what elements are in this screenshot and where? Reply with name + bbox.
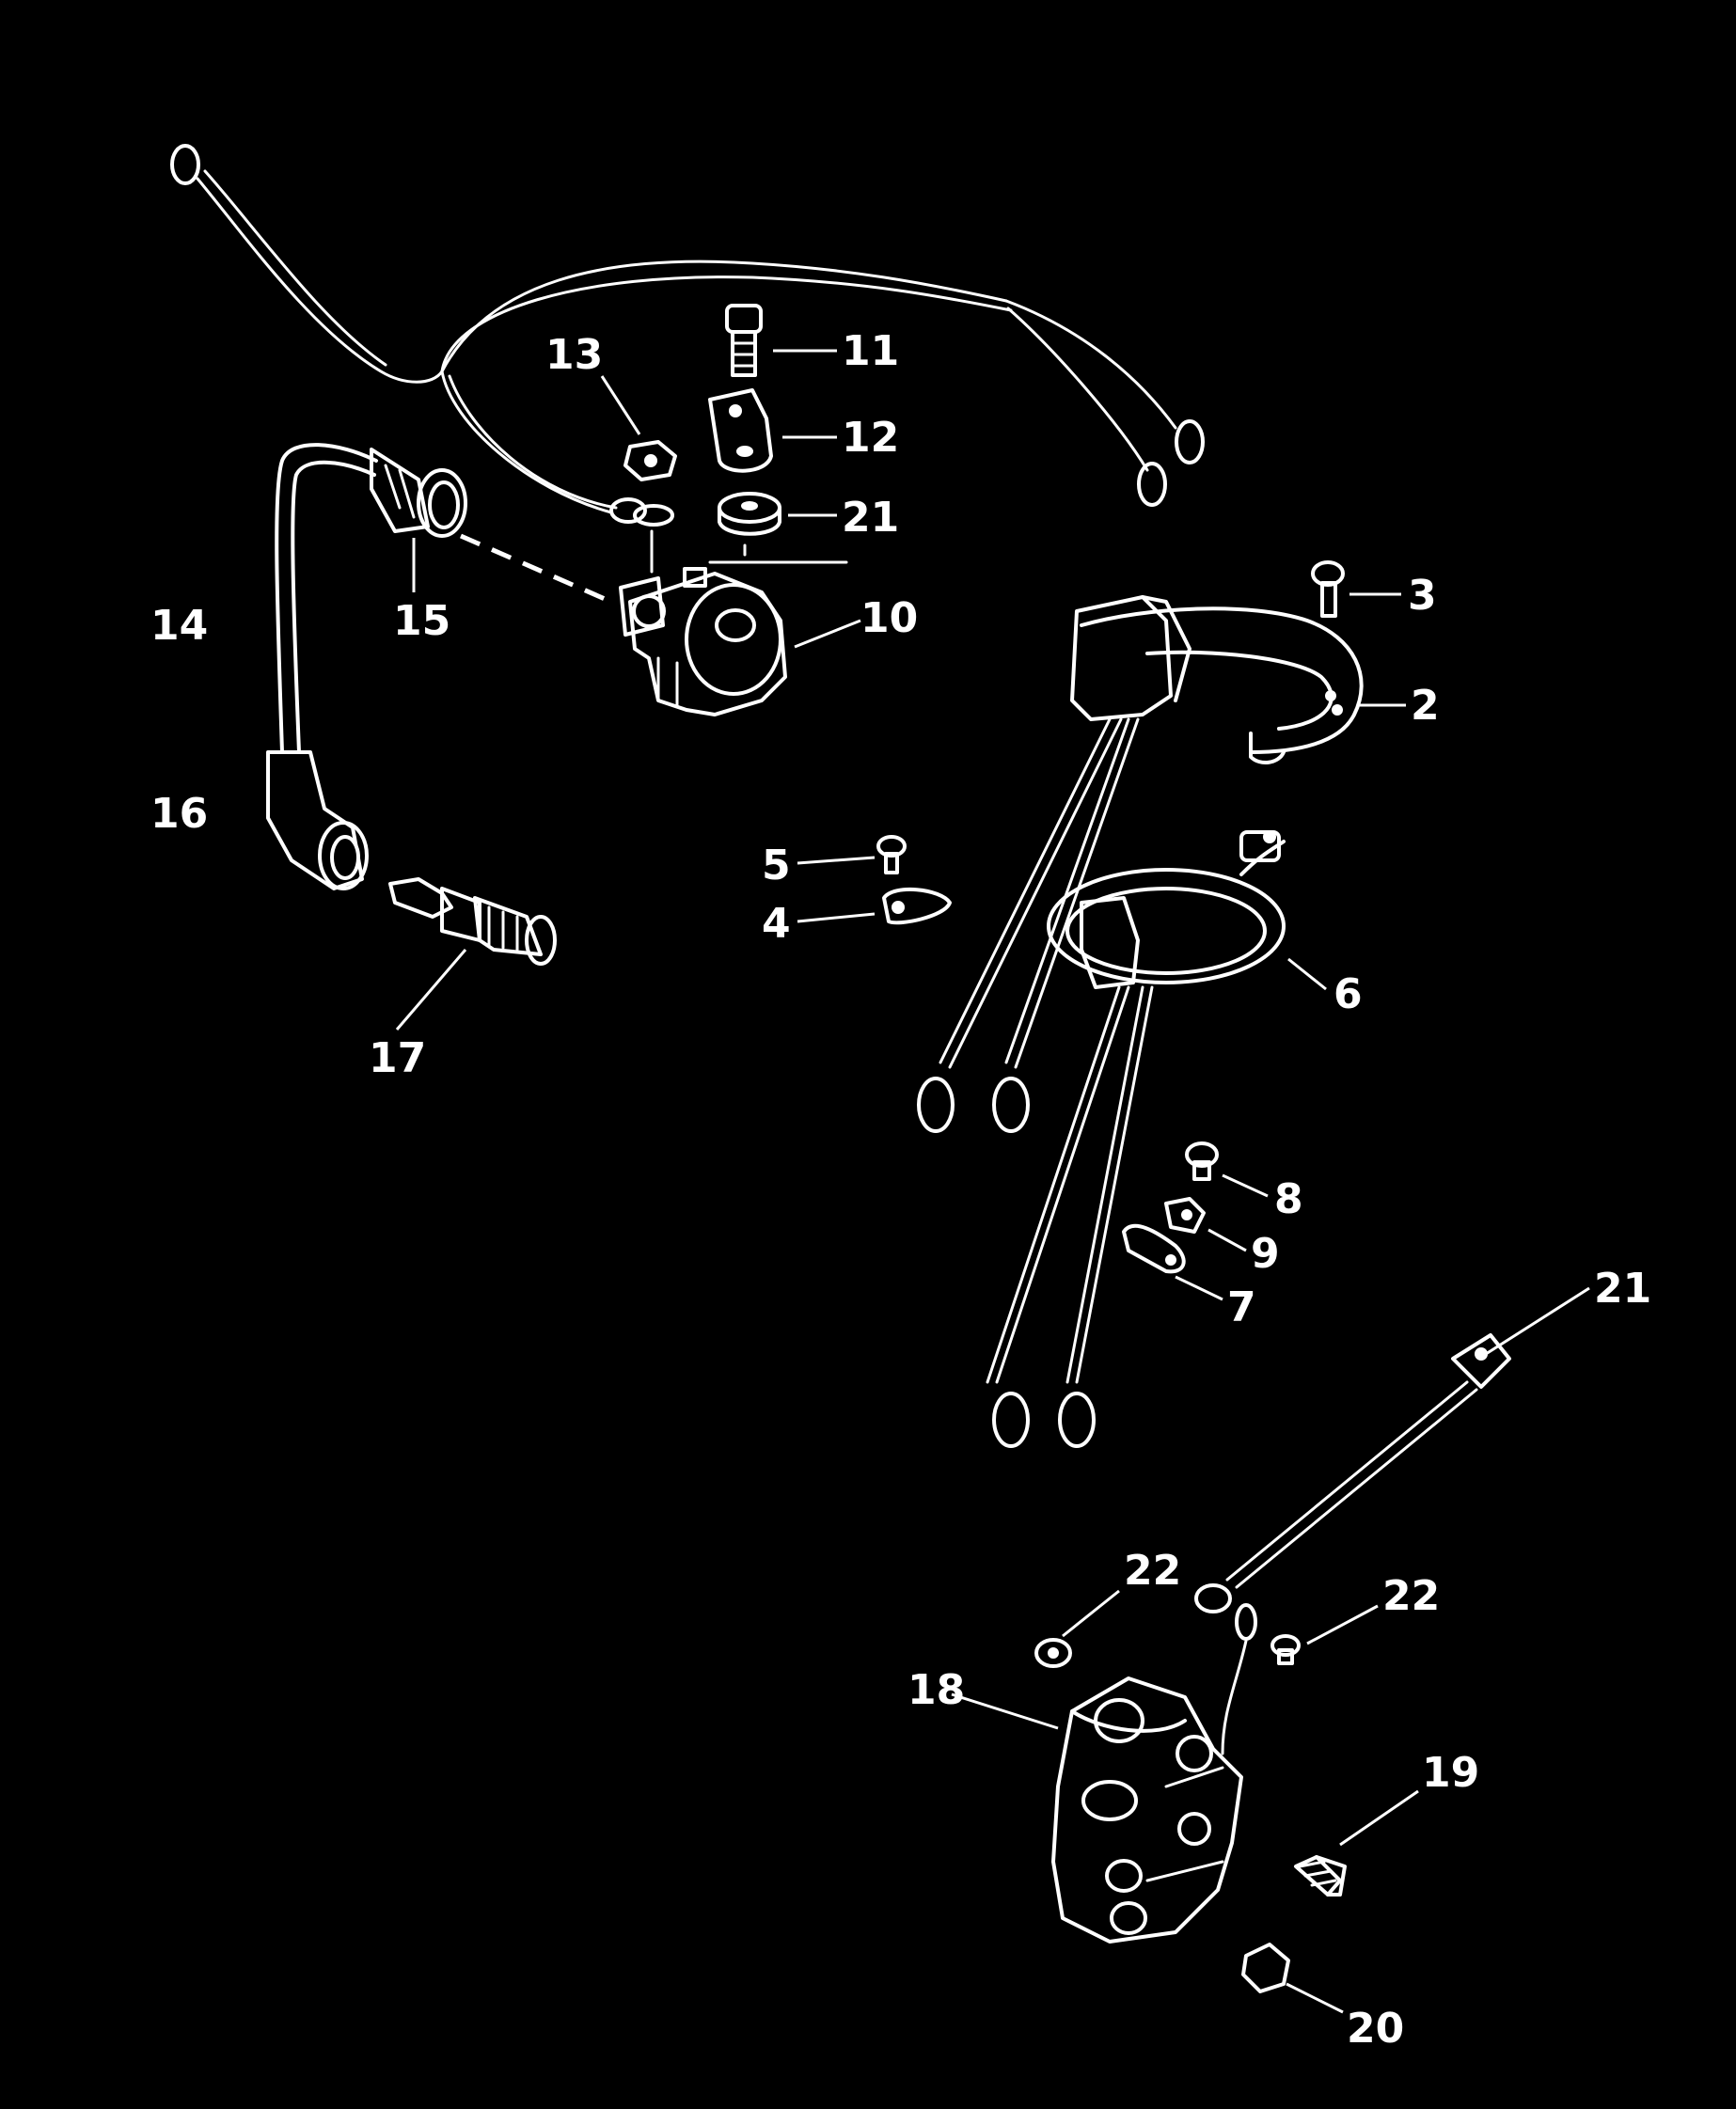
spark-plug-17 [388,877,557,1031]
callout-13: 13 [545,331,603,379]
callout-21-upper: 21 [842,494,899,542]
callout-18: 18 [907,1666,965,1714]
callout-21-lower: 21 [1594,1265,1651,1313]
screw-3 [1311,560,1401,618]
callout-15: 15 [393,597,450,645]
callout-17: 17 [369,1034,426,1082]
callout-19: 19 [1422,1749,1479,1797]
callout-16: 16 [150,790,208,838]
wiring-harness [170,144,1205,524]
clamp-9 [1164,1197,1247,1252]
spark-plug-wire-14 [275,443,378,754]
callout-6: 6 [1334,970,1363,1018]
trigger-2 [917,595,1406,1133]
grommet-21-upper [718,492,837,536]
ground-strap-21 [1194,1286,1590,1613]
washer-22 [1034,1589,1120,1668]
screw-19 [1294,1789,1419,1897]
callout-5: 5 [762,842,791,889]
bracket-12 [708,388,837,473]
boot-16 [266,750,369,890]
callout-22-right: 22 [1382,1572,1440,1620]
nut-13 [600,375,677,527]
boot-15 [370,448,467,592]
clamp-4 [797,887,952,925]
callout-22-left: 22 [1124,1547,1181,1595]
callout-3: 3 [1408,572,1437,620]
callout-14: 14 [150,602,208,650]
callout-labels: 2 3 4 5 6 7 8 9 10 11 12 13 14 15 16 17 … [150,327,1651,2053]
power-pack-18 [951,1603,1257,1944]
callout-2: 2 [1411,682,1440,730]
callout-8: 8 [1274,1175,1303,1223]
callout-20: 20 [1347,2005,1404,2053]
nut-20 [1241,1943,1344,2014]
callout-9: 9 [1251,1230,1280,1278]
charge-coil-6 [986,830,1327,1448]
screw-8 [1185,1141,1269,1198]
ignition-coil-10 [619,567,861,716]
callout-11: 11 [842,327,899,375]
callout-7: 7 [1227,1283,1256,1331]
screw-22 [1270,1604,1379,1665]
screw-11 [725,304,837,377]
callout-12: 12 [842,414,899,462]
screw-5 [797,835,907,874]
clamp-7 [1122,1223,1223,1301]
callout-4: 4 [762,900,791,948]
callout-10: 10 [860,594,918,642]
